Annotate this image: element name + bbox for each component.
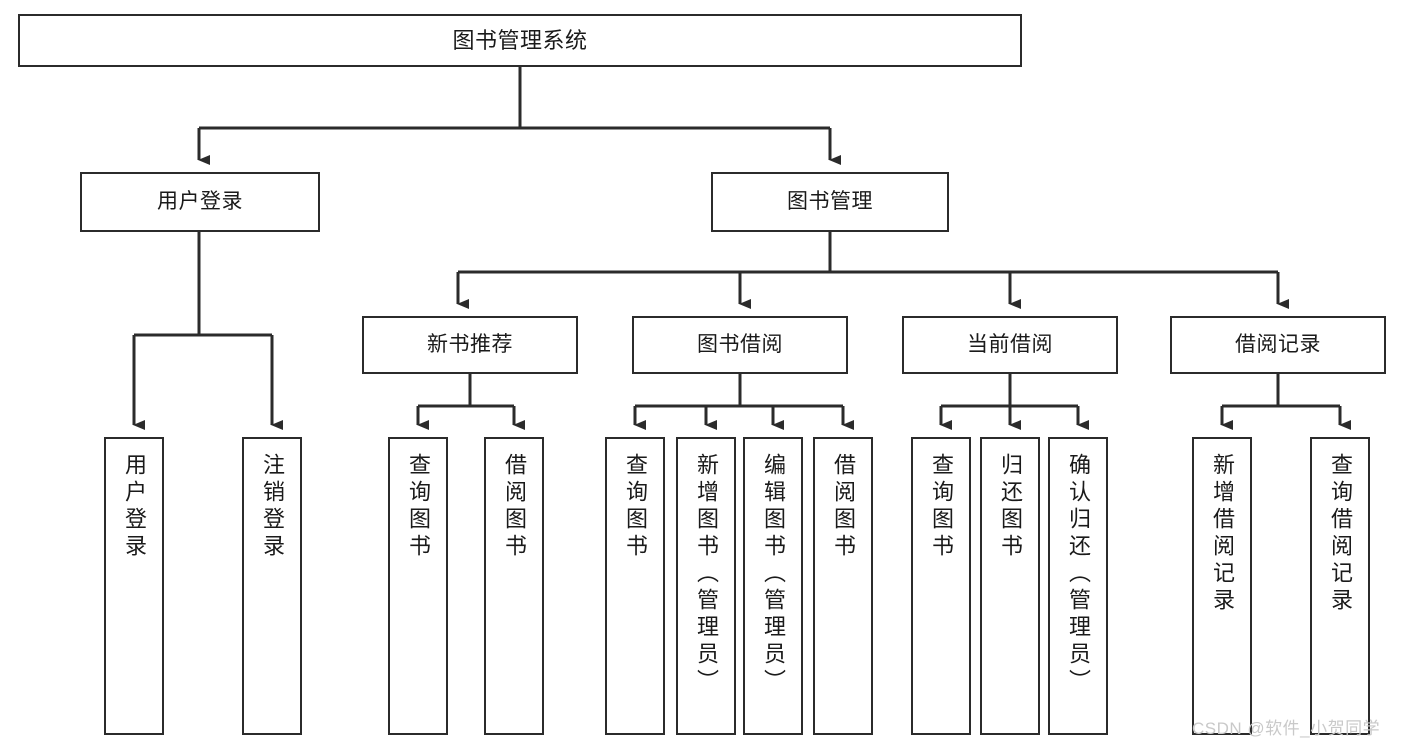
leaf-borrow-edit-book-admin[interactable]: 编辑图书（管理员） [743, 437, 803, 735]
node-label: 查询图书 [623, 453, 648, 561]
node-label: 新增借阅记录 [1210, 453, 1235, 615]
leaf-record-add-record[interactable]: 新增借阅记录 [1192, 437, 1252, 735]
node-user-login[interactable]: 用户登录 [80, 172, 320, 232]
node-label: 查询借阅记录 [1328, 453, 1353, 615]
leaf-borrow-add-book-admin[interactable]: 新增图书（管理员） [676, 437, 736, 735]
leaf-current-query-book[interactable]: 查询图书 [911, 437, 971, 735]
node-label: 借阅图书 [502, 453, 527, 561]
leaf-recommend-borrow-book[interactable]: 借阅图书 [484, 437, 544, 735]
node-label: 编辑图书（管理员） [761, 453, 786, 696]
node-book-borrow[interactable]: 图书借阅 [632, 316, 848, 374]
node-label: 借阅图书 [831, 453, 856, 561]
node-root-system[interactable]: 图书管理系统 [18, 14, 1022, 67]
node-label: 查询图书 [406, 453, 431, 561]
node-new-book-recommend[interactable]: 新书推荐 [362, 316, 578, 374]
node-label: 新增图书（管理员） [694, 453, 719, 696]
node-label: 当前借阅 [967, 332, 1053, 356]
leaf-current-return-book[interactable]: 归还图书 [980, 437, 1040, 735]
leaf-borrow-borrow-book[interactable]: 借阅图书 [813, 437, 873, 735]
leaf-recommend-query-book[interactable]: 查询图书 [388, 437, 448, 735]
leaf-user-login-login[interactable]: 用户登录 [104, 437, 164, 735]
leaf-current-confirm-return-admin[interactable]: 确认归还（管理员） [1048, 437, 1108, 735]
leaf-borrow-query-book[interactable]: 查询图书 [605, 437, 665, 735]
node-current-borrow[interactable]: 当前借阅 [902, 316, 1118, 374]
node-label: 图书管理系统 [452, 27, 588, 53]
csdn-watermark: CSDN @软件_小贺同学 [1192, 719, 1381, 738]
node-label: 注销登录 [260, 453, 285, 561]
node-label: 归还图书 [998, 453, 1023, 561]
node-label: 确认归还（管理员） [1066, 453, 1091, 696]
node-book-management[interactable]: 图书管理 [711, 172, 949, 232]
node-label: 新书推荐 [427, 332, 513, 356]
node-label: 用户登录 [157, 189, 243, 213]
leaf-user-login-logout[interactable]: 注销登录 [242, 437, 302, 735]
node-label: 查询图书 [929, 453, 954, 561]
node-label: 借阅记录 [1235, 332, 1321, 356]
node-label: 用户登录 [122, 453, 147, 561]
node-label: 图书管理 [787, 189, 873, 213]
node-label: 图书借阅 [697, 332, 783, 356]
node-borrow-record[interactable]: 借阅记录 [1170, 316, 1386, 374]
leaf-record-query-record[interactable]: 查询借阅记录 [1310, 437, 1370, 735]
